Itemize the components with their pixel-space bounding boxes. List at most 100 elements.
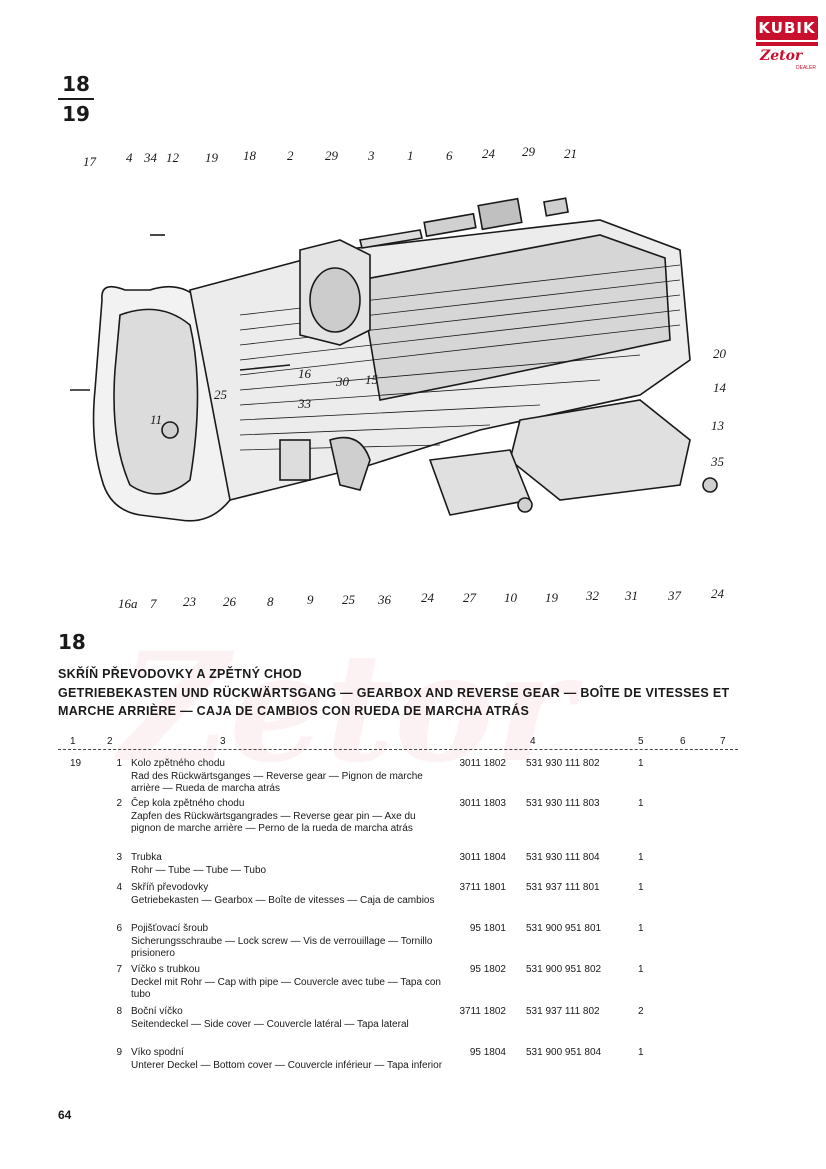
callout: 34 <box>143 150 158 165</box>
logo-divider <box>756 42 818 46</box>
part-name-multi: Deckel mit Rohr — Cap with pipe — Couver… <box>131 976 441 1001</box>
logo-zetor-text: Zetor <box>760 48 803 64</box>
position-number: 6 <box>116 923 122 934</box>
title-multilingual: GETRIEBEKASTEN UND RÜCKWÄRTSGANG — GEARB… <box>58 686 730 718</box>
part-name-cz: Skříň převodovky <box>131 882 209 893</box>
gearbox-exploded-diagram: 17 4 34 12 19 18 2 29 3 1 6 24 29 21 20 … <box>70 144 727 611</box>
callout: 21 <box>564 146 577 161</box>
part-name-multi: Unterer Deckel — Bottom cover — Couvercl… <box>131 1059 443 1071</box>
new-part-number: 531 937 111 802 <box>526 1006 600 1017</box>
callout: 8 <box>267 594 274 609</box>
part-name-cz: Víko spodní <box>131 1047 184 1058</box>
callout: 19 <box>205 150 219 165</box>
callout: 7 <box>150 596 157 611</box>
quantity: 1 <box>638 852 644 863</box>
title-czech: SKŘÍŇ PŘEVODOVKY A ZPĚTNÝ CHOD <box>58 667 302 681</box>
part-name-cz: Kolo zpětného chodu <box>131 758 225 769</box>
callout: 37 <box>667 588 682 603</box>
new-part-number: 531 930 111 804 <box>526 852 600 863</box>
logo-dealer-text: DEALER <box>796 65 817 71</box>
part-name-cz: Víčko s trubkou <box>131 964 200 975</box>
dealer-watermark: Zetor <box>120 620 574 796</box>
part-name-multi: Zapfen des Rückwärtsgangrades — Reverse … <box>131 810 416 835</box>
old-part-number: 3711 1801 <box>459 882 506 893</box>
callout: 33 <box>297 396 312 411</box>
nut-35 <box>702 477 718 493</box>
callout: 13 <box>711 418 725 433</box>
column-number-2: 2 <box>107 736 113 747</box>
kubik-zetor-logo: KUBIK Zetor DEALER <box>756 16 818 72</box>
callout: 14 <box>713 380 727 395</box>
fraction-line <box>58 98 94 100</box>
callout: 1 <box>407 148 414 163</box>
rear-bore <box>309 267 361 333</box>
column-number-1: 1 <box>70 736 76 747</box>
quantity: 1 <box>638 923 644 934</box>
page-number: 64 <box>58 1108 72 1122</box>
part-name-multi: Rad des Rückwärtsganges — Reverse gear —… <box>131 770 423 795</box>
callout: 36 <box>377 592 392 607</box>
callout: 25 <box>342 592 356 607</box>
callout: 25 <box>214 387 228 402</box>
part-name-multi: Getriebekasten — Gearbox — Boîte de vite… <box>131 894 435 906</box>
new-part-number: 531 930 111 803 <box>526 798 600 809</box>
gearbox-top-opening <box>359 234 671 401</box>
callout: 24 <box>711 586 725 601</box>
new-part-number: 531 900 951 802 <box>526 964 602 975</box>
part-name-cz: Pojišťovací šroub <box>131 923 209 934</box>
callout: 29 <box>522 144 536 159</box>
callout: 4 <box>126 150 133 165</box>
callout: 3 <box>367 148 375 163</box>
callout: 15 <box>365 372 379 387</box>
position-number: 7 <box>116 964 122 975</box>
callout: 24 <box>482 146 496 161</box>
position-number: 2 <box>116 798 122 809</box>
column-number-7: 7 <box>720 736 726 747</box>
callout: 23 <box>183 594 197 609</box>
callout: 35 <box>710 454 725 469</box>
bell-housing-opening <box>113 308 199 495</box>
logo-red-badge: KUBIK <box>756 16 818 40</box>
quantity: 1 <box>638 1047 644 1058</box>
section-number: 18 <box>58 630 86 654</box>
callout: 26 <box>223 594 237 609</box>
washer-32 <box>517 497 533 513</box>
old-part-number: 3011 1804 <box>459 852 506 863</box>
callout: 24 <box>421 590 435 605</box>
position-number: 4 <box>116 882 122 893</box>
quantity: 2 <box>638 1006 644 1017</box>
callout: 31 <box>624 588 638 603</box>
old-part-number: 95 1801 <box>469 923 506 934</box>
part-name-multi: Seitendeckel — Side cover — Couvercle la… <box>131 1018 409 1030</box>
callout: 2 <box>287 148 294 163</box>
part-name-cz: Boční víčko <box>131 1006 183 1017</box>
tube <box>423 212 477 238</box>
part-name-multi: Sicherungsschraube — Lock screw — Vis de… <box>131 935 433 960</box>
new-part-number: 531 937 111 801 <box>526 882 600 893</box>
fig-number: 19 <box>70 758 82 769</box>
side-cover-8 <box>279 439 311 481</box>
column-number-3: 3 <box>220 736 226 747</box>
callout: 9 <box>307 592 314 607</box>
position-number: 1 <box>116 758 122 769</box>
old-part-number: 3011 1803 <box>459 798 506 809</box>
table-header-rule <box>58 749 738 750</box>
part-name-multi: Rohr — Tube — Tube — Tubo <box>131 864 267 876</box>
callout: 16a <box>118 596 138 611</box>
position-number: 9 <box>116 1047 122 1058</box>
position-number: 8 <box>116 1006 122 1017</box>
callout: 16 <box>298 366 312 381</box>
position-number: 3 <box>116 852 122 863</box>
part-name-cz: Trubka <box>131 852 162 863</box>
body-ribs <box>239 264 681 451</box>
new-part-number: 531 900 951 801 <box>526 923 602 934</box>
callout: 20 <box>713 346 727 361</box>
new-part-number: 531 900 951 804 <box>526 1047 602 1058</box>
old-part-number: 95 1804 <box>469 1047 506 1058</box>
bearing-sleeve <box>543 197 569 217</box>
